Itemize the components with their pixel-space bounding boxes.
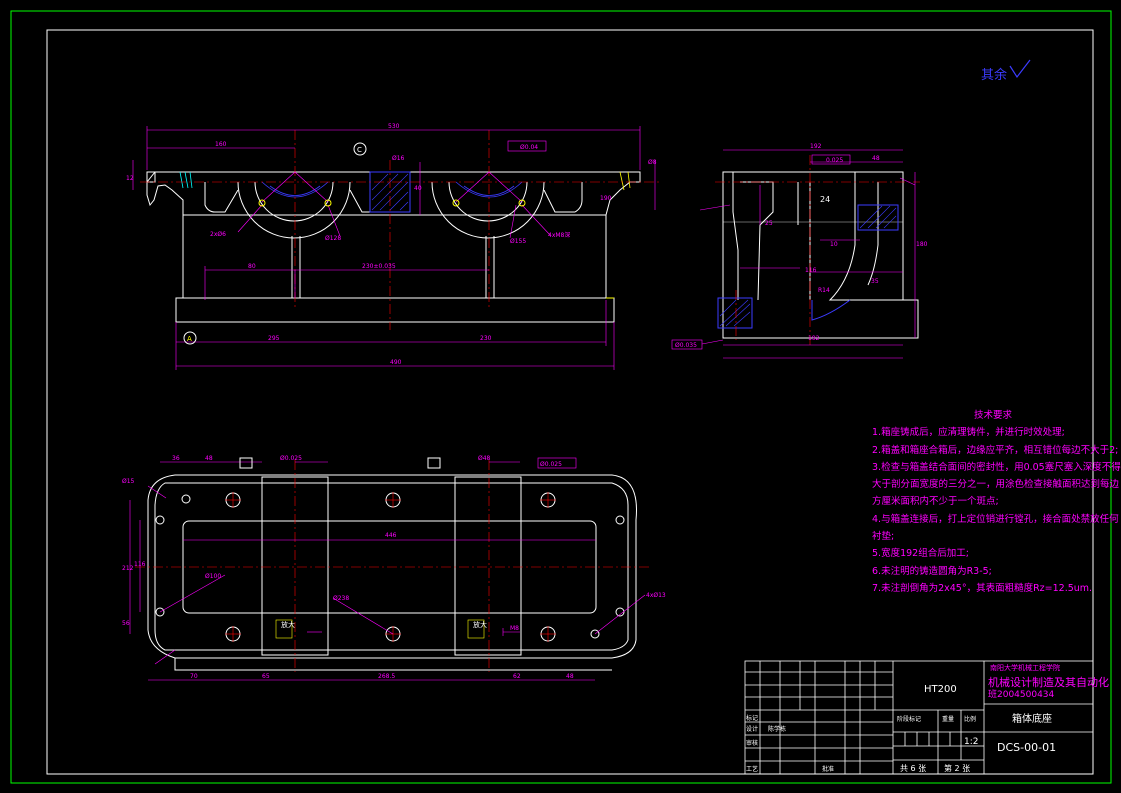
drawing-no: DCS-00-01 [997, 741, 1056, 754]
small-label: 重量 [942, 715, 954, 723]
sheet-total: 共 6 张 [900, 764, 926, 773]
side-dimension-texts: 192 0.025 48 24 25 180 10 116 R14 35 192… [675, 143, 928, 349]
dim-text: 295 [268, 335, 280, 342]
front-view: C A [132, 126, 660, 370]
part-name: 箱体底座 [1012, 712, 1052, 725]
section-label-a: A [187, 335, 192, 343]
dim-text: Ø238 [333, 595, 349, 602]
dim-text: 12 [126, 175, 134, 182]
row-label: 审核 [746, 739, 758, 747]
requirement-line: 4.与箱盖连接后，打上定位销进行镗孔，接合面处禁放任何 [872, 513, 1119, 525]
requirement-line: 6.未注明的铸造圆角为R3-5; [872, 565, 992, 577]
dim-text: 4xM8深 [548, 231, 570, 239]
designer: 陈学栋 [768, 725, 786, 733]
side-view [671, 149, 920, 359]
dim-text: 10 [830, 241, 838, 248]
dim-text: Ø16 [392, 155, 405, 162]
dim-text: 40 [414, 185, 422, 192]
section-label-c: C [357, 146, 362, 154]
requirement-line: 1.箱座铸成后，应清理铸件，并进行时效处理; [872, 427, 1065, 439]
title-block-texts: HT200 南阳大学机械工程学院 机械设计制造及其自动化 班2004500434… [746, 663, 1109, 773]
dim-text: 62 [513, 673, 521, 680]
inner-border [46, 29, 1094, 775]
dim-text: 80 [248, 263, 256, 270]
section-label: 放大 [281, 620, 295, 629]
small-label: 阶段标记 [897, 715, 921, 723]
dim-text: R14 [818, 287, 830, 294]
dim-text: Ø155 [510, 238, 526, 245]
requirements-title: 技术要求 [973, 410, 1012, 421]
technical-requirements: 技术要求 1.箱座铸成后，应清理铸件，并进行时效处理; 2.箱盖和箱座合箱后，边… [872, 407, 1121, 597]
top-dimension-texts: Ø15 36 48 Ø0.025 Ø0.025 Ø48 446 212 116 … [122, 455, 666, 680]
school-name: 南阳大学机械工程学院 [990, 663, 1060, 672]
requirement-line: 衬垫; [872, 531, 895, 543]
section-label: 放大 [473, 620, 487, 629]
dim-text: 268.5 [378, 673, 395, 680]
requirement-line: 2.箱盖和箱座合箱后，边缘应平齐，相互错位每边不大于2; [872, 444, 1119, 456]
dim-text: Ø48 [478, 455, 491, 462]
row-label: 设计 [746, 725, 758, 733]
scale: 1:2 [964, 737, 978, 747]
roughness-note: 其余 [981, 67, 1007, 83]
dim-text: 192 [810, 143, 822, 150]
dim-text: 116 [805, 267, 817, 274]
dim-text: Ø100 [205, 573, 221, 580]
requirement-line: 7.未注剖倒角为2x45°，其表面粗糙度Rz=12.5um. [872, 582, 1093, 594]
dim-text: 530 [388, 123, 400, 130]
dim-text: 230±0.035 [362, 263, 396, 270]
dim-text: 48 [205, 455, 213, 462]
dim-text: 65 [262, 673, 270, 680]
class-no: 班2004500434 [988, 688, 1055, 700]
dim-text: 48 [566, 673, 574, 680]
dim-text: 490 [390, 359, 402, 366]
row-label: 标记 [746, 714, 758, 722]
dim-text: 48 [872, 155, 880, 162]
roughness-symbol-icon [1009, 59, 1031, 79]
dim-text: Ø0.04 [520, 144, 538, 151]
requirement-line: 3.检查与箱盖结合面间的密封性，用0.05塞尺塞入深度不得 [872, 461, 1121, 473]
dim-text: 0.025 [826, 157, 843, 164]
title-block-lines [744, 660, 1094, 775]
dim-text: 56 [122, 620, 130, 627]
top-view [129, 457, 650, 681]
dim-text: 160 [215, 141, 227, 148]
dim-text: 70 [190, 673, 198, 680]
dim-text: Ø0.025 [280, 455, 302, 462]
dim-text: Ø8 [648, 159, 657, 166]
dim-text: 190 [600, 195, 612, 202]
dim-text: Ø0.025 [540, 461, 562, 468]
small-label: 比例 [964, 715, 976, 723]
requirement-line: 5.宽度192组合后加工; [872, 548, 969, 560]
material: HT200 [924, 684, 957, 695]
row-label: 工艺 [746, 765, 758, 773]
dim-text: Ø15 [122, 478, 135, 485]
sheet-no: 第 2 张 [944, 763, 970, 773]
front-dimension-texts: 530 160 12 Ø0.04 Ø16 Ø8 2xØ6 Ø128 Ø155 4… [126, 123, 657, 366]
dim-text: 192 [808, 335, 820, 342]
major-name: 机械设计制造及其自动化 [988, 675, 1109, 689]
dim-text: 116 [134, 561, 146, 568]
dim-text: Ø0.035 [675, 342, 697, 349]
approve-label: 批准 [822, 765, 834, 773]
dim-text: 36 [172, 455, 180, 462]
dim-text: 25 [765, 220, 773, 227]
requirement-line: 方厘米面积内不少于一个斑点; [872, 496, 999, 508]
dim-text: 4xØ13 [646, 592, 666, 599]
requirement-line: 大于剖分面宽度的三分之一，用涂色检查接触面积达到每边 [872, 479, 1120, 491]
dim-text: 230 [480, 335, 492, 342]
dim-text: 35 [871, 278, 879, 285]
dim-text: 446 [385, 532, 397, 539]
dim-text: 2xØ6 [210, 231, 226, 238]
dim-text: 24 [820, 195, 830, 204]
dim-text: 180 [916, 241, 928, 248]
dim-text: 212 [122, 565, 134, 572]
dim-text: Ø128 [325, 235, 341, 242]
dim-text: M8 [510, 625, 519, 632]
outer-border [10, 10, 1112, 784]
